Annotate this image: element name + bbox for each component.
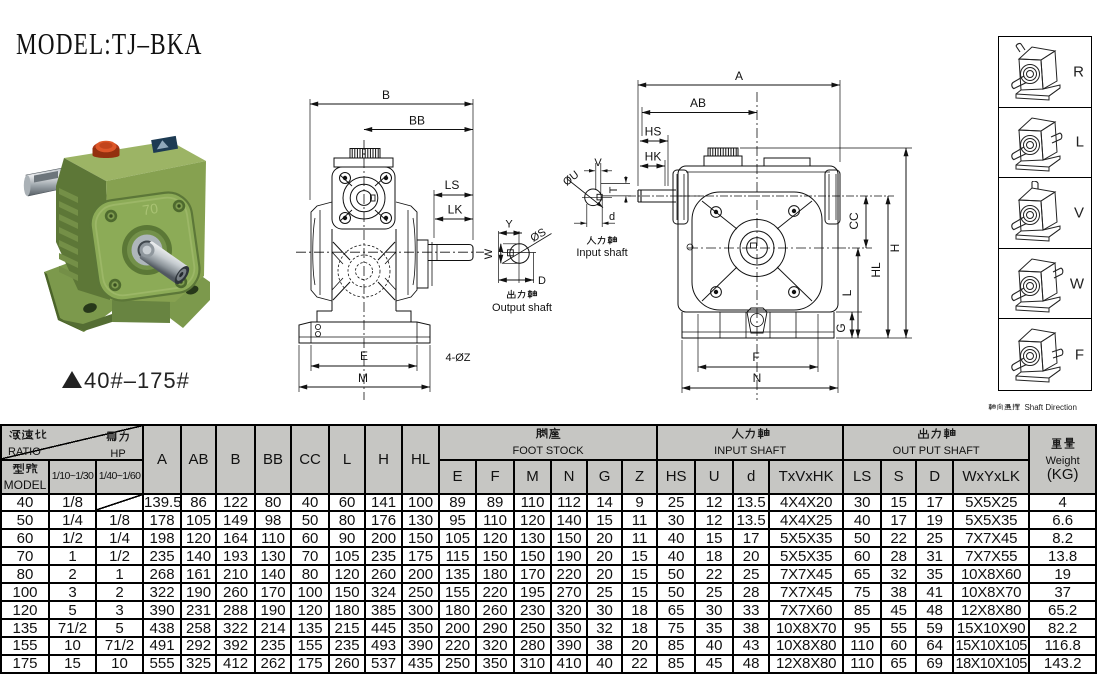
svg-text:F: F (752, 350, 759, 364)
svg-text:Y: Y (505, 219, 513, 231)
svg-text:H: H (888, 244, 902, 253)
svg-text:HL: HL (869, 262, 883, 278)
svg-text:AB: AB (690, 96, 706, 110)
svg-text:Input shaft: Input shaft (576, 247, 627, 259)
svg-text:CC: CC (847, 212, 861, 230)
svg-text:ØS: ØS (529, 226, 549, 244)
svg-text:N: N (753, 371, 762, 385)
svg-text:A: A (735, 69, 743, 83)
svg-text:HS: HS (645, 125, 662, 139)
svg-text:ØU: ØU (561, 169, 581, 189)
svg-text:G: G (834, 323, 848, 332)
svg-text:70: 70 (141, 200, 159, 218)
svg-text:V: V (594, 157, 602, 169)
svg-text:LS: LS (445, 178, 460, 192)
svg-text:LK: LK (448, 203, 463, 217)
svg-text:T: T (608, 186, 620, 193)
svg-text:L: L (840, 289, 854, 296)
svg-text:HK: HK (645, 150, 662, 164)
svg-text:M: M (358, 371, 368, 385)
svg-text:Output shaft: Output shaft (492, 302, 552, 314)
svg-text:E: E (360, 349, 368, 363)
svg-text:4-ØZ: 4-ØZ (445, 352, 470, 364)
svg-text:D: D (538, 275, 546, 287)
svg-text:d: d (609, 211, 615, 223)
svg-text:BB: BB (409, 114, 425, 128)
svg-text:B: B (382, 88, 390, 102)
svg-text:W: W (483, 248, 495, 259)
